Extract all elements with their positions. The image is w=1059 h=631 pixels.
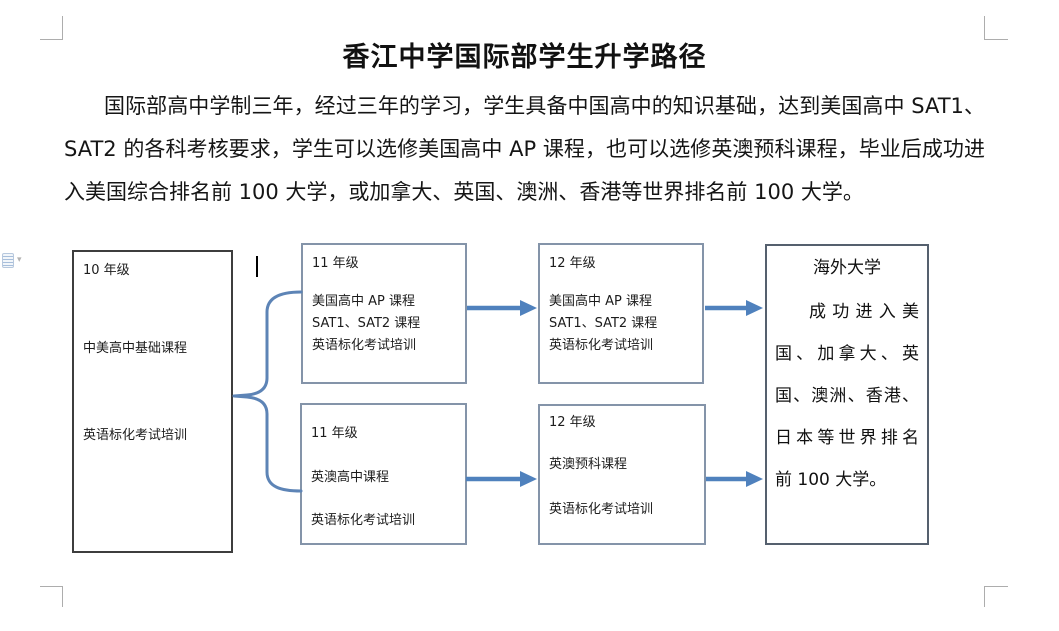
box-line: SAT1、SAT2 课程 bbox=[549, 316, 658, 331]
flowchart-box-grade11-us[interactable]: 11 年级 美国高中 AP 课程 SAT1、SAT2 课程 英语标化考试培训 bbox=[301, 243, 467, 384]
flowchart-box-grade10[interactable]: 10 年级 中美高中基础课程 英语标化考试培训 bbox=[72, 250, 233, 553]
box-line: 前 100 大学。 bbox=[775, 470, 887, 490]
chevron-down-icon[interactable]: ▾ bbox=[17, 254, 22, 265]
paste-options-button[interactable]: ▾ bbox=[2, 250, 30, 270]
box-line: 日本等世界排名 bbox=[775, 428, 919, 448]
intro-paragraph[interactable]: 国际部高中学制三年，经过三年的学习，学生具备中国高中的知识基础，达到美国高中 S… bbox=[64, 85, 985, 214]
flowchart-box-grade11-uk[interactable]: 11 年级 英澳高中课程 英语标化考试培训 bbox=[300, 403, 467, 545]
box-line: SAT1、SAT2 课程 bbox=[312, 316, 421, 331]
brace-connector bbox=[232, 290, 303, 493]
box-heading: 11 年级 bbox=[312, 256, 359, 271]
paragraph-line[interactable]: SAT2 的各科考核要求，学生可以选修美国高中 AP 课程，也可以选修英澳预科课… bbox=[64, 137, 985, 161]
box-line: 英语标化考试培训 bbox=[312, 338, 417, 353]
arrow-head-icon bbox=[520, 471, 537, 487]
box-line: 英语标化考试培训 bbox=[549, 502, 654, 517]
paste-options-icon[interactable] bbox=[2, 252, 14, 268]
text-boundary-mark-top-right bbox=[984, 16, 1008, 40]
arrow-head-icon bbox=[746, 300, 763, 316]
box-heading: 11 年级 bbox=[311, 426, 358, 441]
box-heading: 10 年级 bbox=[83, 263, 130, 278]
box-line: 英语标化考试培训 bbox=[311, 513, 416, 528]
box-line: 国、加拿大、英 bbox=[775, 344, 919, 364]
box-heading: 12 年级 bbox=[549, 415, 596, 430]
box-line: 英澳预科课程 bbox=[549, 457, 628, 472]
arrow-head-icon bbox=[520, 300, 537, 316]
text-boundary-mark-top-left bbox=[40, 16, 63, 40]
paragraph-line[interactable]: 入美国综合排名前 100 大学，或加拿大、英国、澳洲、香港等世界排名前 100 … bbox=[64, 180, 864, 204]
document-title[interactable]: 香江中学国际部学生升学路径 bbox=[342, 42, 707, 73]
text-cursor bbox=[256, 256, 258, 277]
arrow-head-icon bbox=[746, 471, 763, 487]
box-line: 美国高中 AP 课程 bbox=[312, 294, 415, 309]
box-line: 英澳高中课程 bbox=[311, 470, 390, 485]
flowchart-box-overseas-university[interactable]: 海外大学 成功进入美 国、加拿大、英 国、澳洲、香港、 日本等世界排名 前 10… bbox=[765, 244, 929, 545]
box-heading: 12 年级 bbox=[549, 256, 596, 271]
box-line: 英语标化考试培训 bbox=[549, 338, 654, 353]
box-heading: 海外大学 bbox=[813, 258, 881, 278]
box-line: 成功进入美 bbox=[809, 302, 919, 322]
box-line: 国、澳洲、香港、 bbox=[775, 386, 919, 406]
box-line: 美国高中 AP 课程 bbox=[549, 294, 652, 309]
text-boundary-mark-bottom-right bbox=[984, 586, 1008, 607]
flowchart-box-grade12-uk[interactable]: 12 年级 英澳预科课程 英语标化考试培训 bbox=[538, 404, 706, 545]
flowchart-box-grade12-us[interactable]: 12 年级 美国高中 AP 课程 SAT1、SAT2 课程 英语标化考试培训 bbox=[538, 243, 704, 384]
box-line: 中美高中基础课程 bbox=[83, 341, 188, 356]
text-boundary-mark-bottom-left bbox=[40, 586, 63, 607]
box-line: 英语标化考试培训 bbox=[83, 428, 188, 443]
paragraph-line[interactable]: 国际部高中学制三年，经过三年的学习，学生具备中国高中的知识基础，达到美国高中 S… bbox=[104, 94, 985, 118]
